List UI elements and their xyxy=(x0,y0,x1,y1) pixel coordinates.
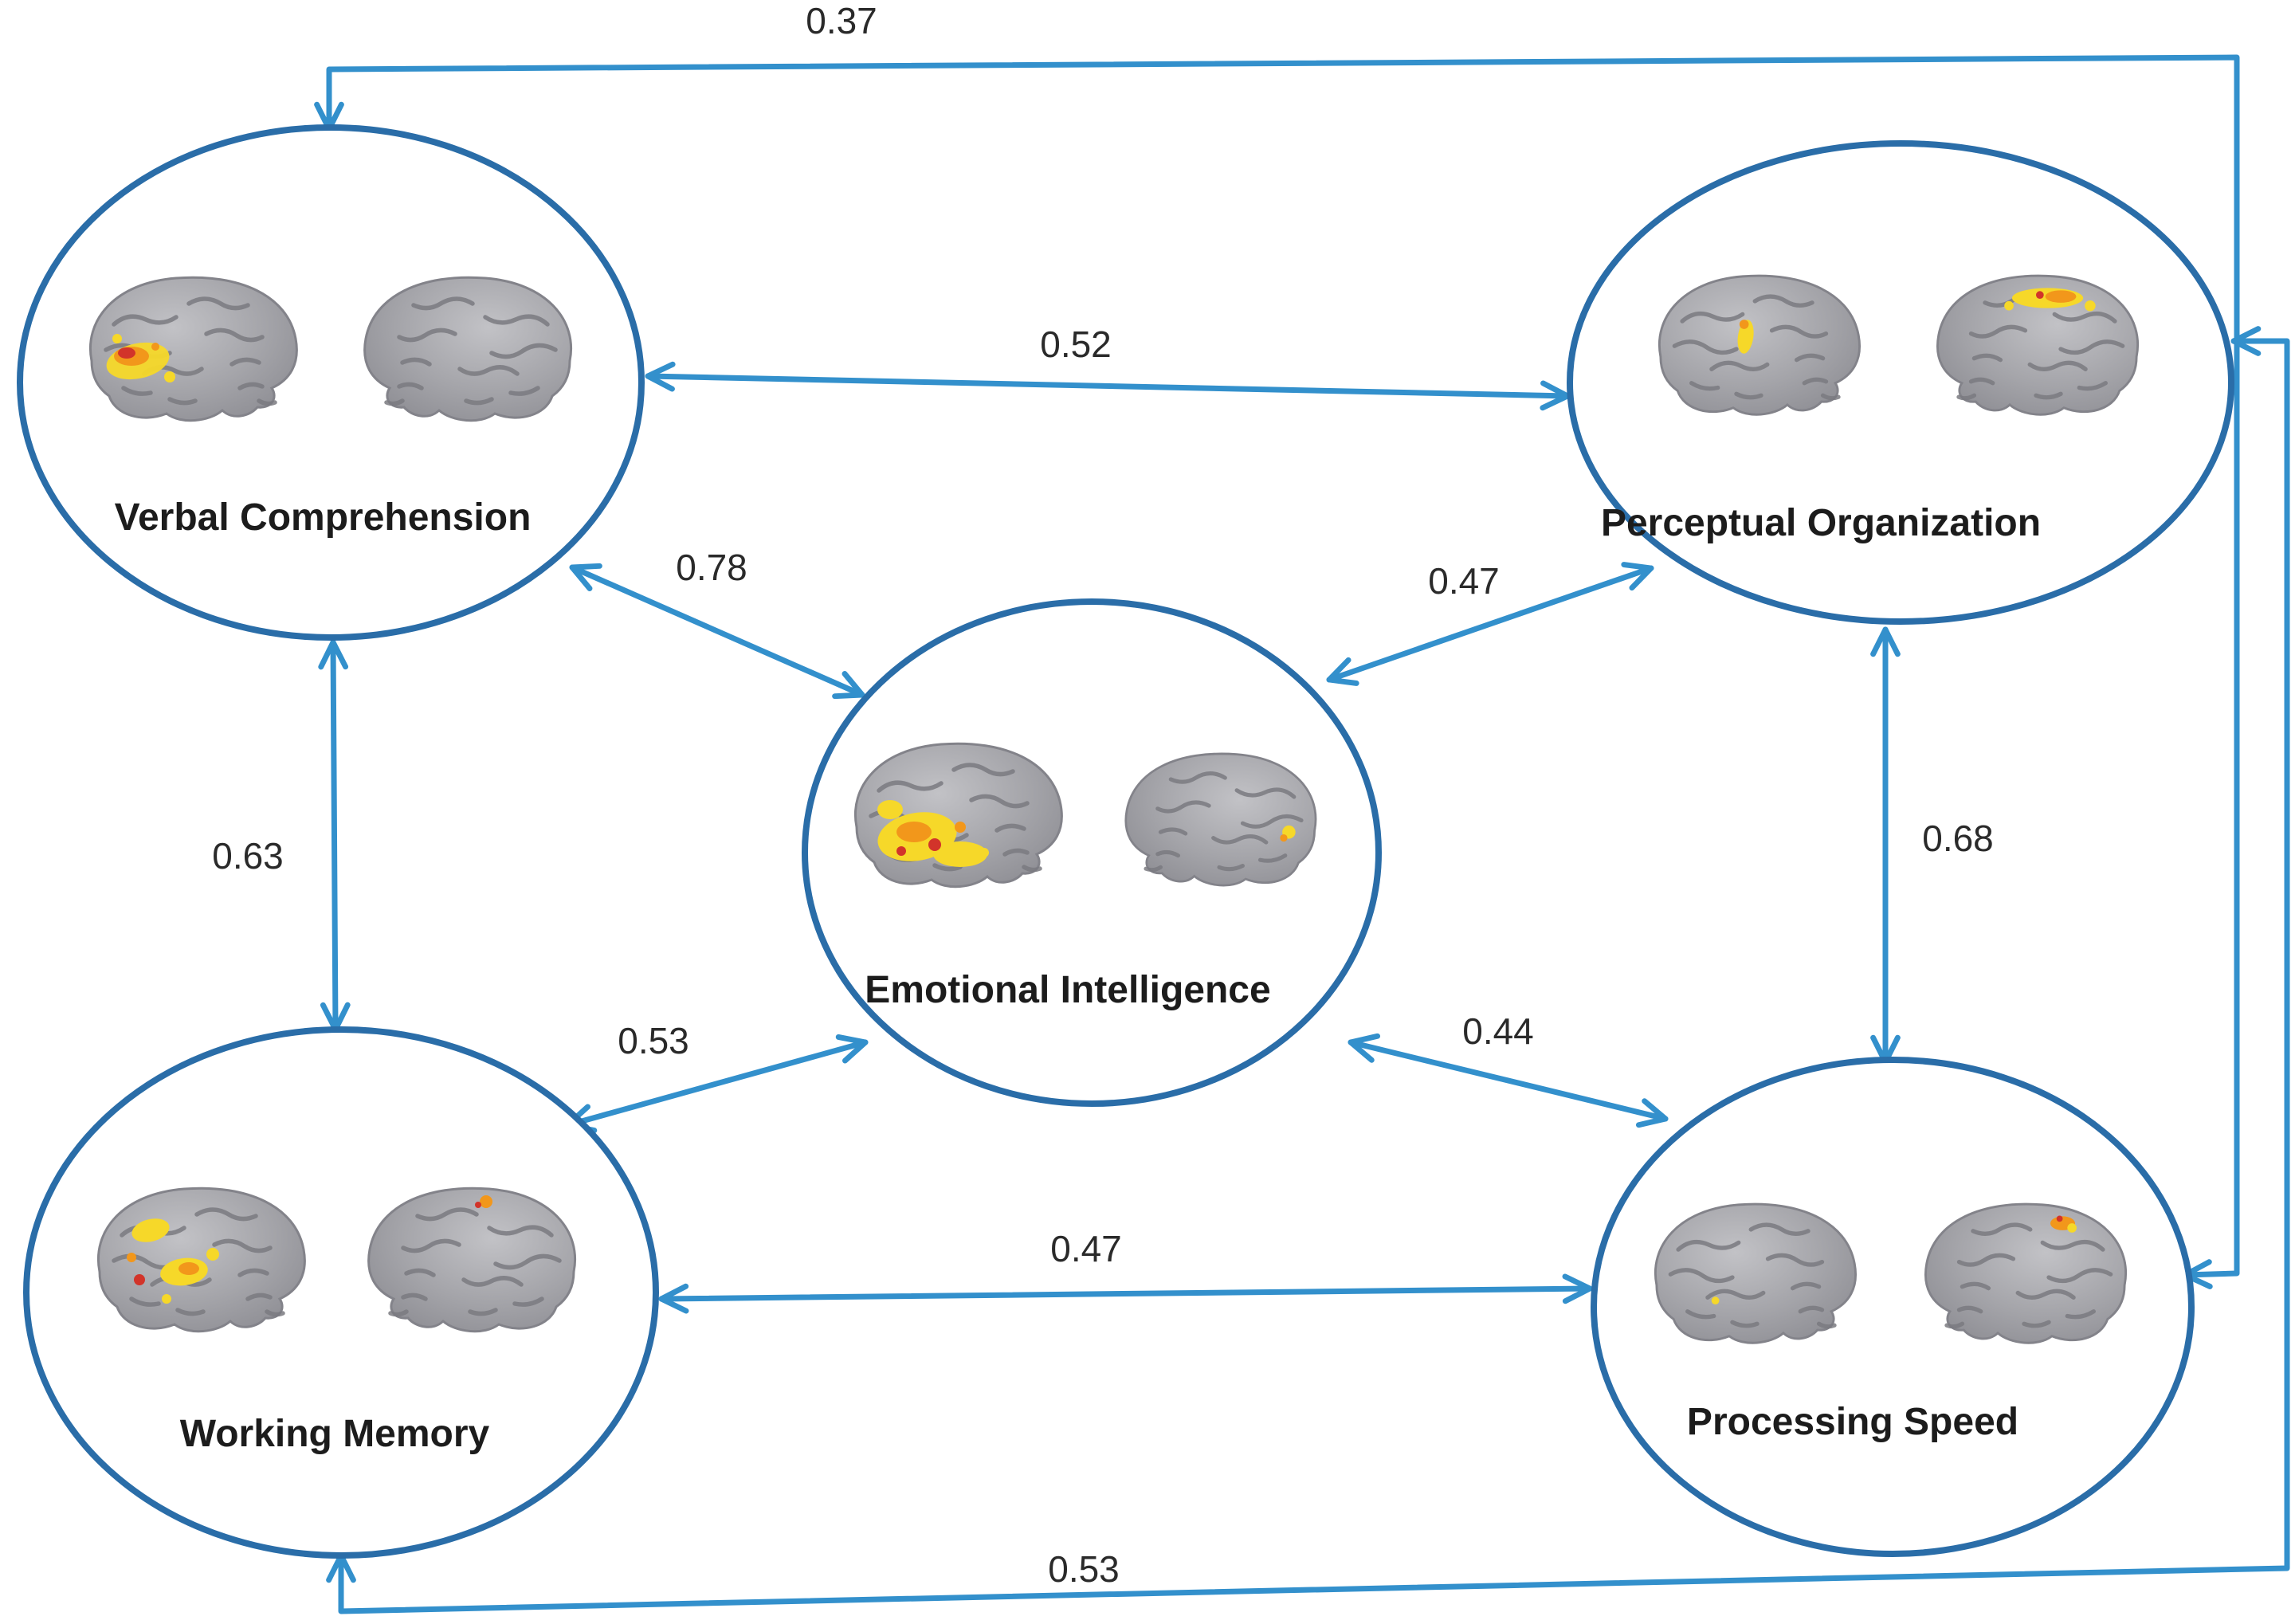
edge-vc-wm-arrow xyxy=(318,639,351,1033)
edge-ei-ps-arrow xyxy=(1348,1033,1669,1128)
edge-value-po-ei: 0.47 xyxy=(1428,560,1500,602)
brain-left-icon xyxy=(90,277,296,421)
node-label-processing-speed: Processing Speed xyxy=(1687,1401,2018,1443)
brain-left-icon xyxy=(1659,276,1859,414)
edge-value-vc-wm: 0.63 xyxy=(212,835,284,877)
edge-value-po-ps: 0.68 xyxy=(1922,818,1994,859)
edge-wm-ps-arrow xyxy=(658,1273,1593,1314)
edge-value-wm-ps: 0.47 xyxy=(1050,1228,1122,1269)
edge-value-ei-ps: 0.44 xyxy=(1462,1010,1534,1052)
brain-left-icon xyxy=(1655,1204,1855,1343)
brain-right-icon xyxy=(1925,1204,2125,1343)
edge-value-vc-ps: 0.37 xyxy=(806,0,877,41)
edge-value-vc-po: 0.52 xyxy=(1040,324,1112,365)
edge-vc-ei-arrow xyxy=(569,563,865,700)
edge-value-wm-po: 0.53 xyxy=(1048,1548,1120,1590)
node-emotional-intelligence: Emotional Intelligence xyxy=(802,598,1382,1107)
node-perceptual-organization: Perceptual Organization xyxy=(1567,140,2234,625)
node-processing-speed: Processing Speed xyxy=(1591,1057,2195,1557)
node-working-memory: Working Memory xyxy=(23,1026,659,1559)
brain-right-icon xyxy=(365,277,571,421)
brain-left-icon xyxy=(855,743,1061,887)
edge-po-ei-arrow xyxy=(1326,562,1654,686)
node-label-perceptual-organization: Perceptual Organization xyxy=(1601,502,2041,544)
brain-left-icon xyxy=(98,1188,304,1332)
edge-wm-po-arrow xyxy=(326,326,2290,1614)
node-label-emotional-intelligence: Emotional Intelligence xyxy=(865,969,1270,1011)
edge-value-wm-ei: 0.53 xyxy=(618,1020,689,1061)
brain-right-icon xyxy=(369,1188,575,1332)
node-label-verbal-comprehension: Verbal Comprehension xyxy=(115,496,532,539)
edge-vc-po-arrow xyxy=(645,361,1571,411)
brain-right-icon xyxy=(1937,276,2137,414)
edge-value-vc-ei: 0.78 xyxy=(676,547,747,588)
brain-right-icon xyxy=(1126,754,1316,885)
node-verbal-comprehension: Verbal Comprehension xyxy=(17,124,645,641)
node-label-working-memory: Working Memory xyxy=(180,1413,490,1455)
edge-wm-ei-arrow xyxy=(564,1034,869,1134)
